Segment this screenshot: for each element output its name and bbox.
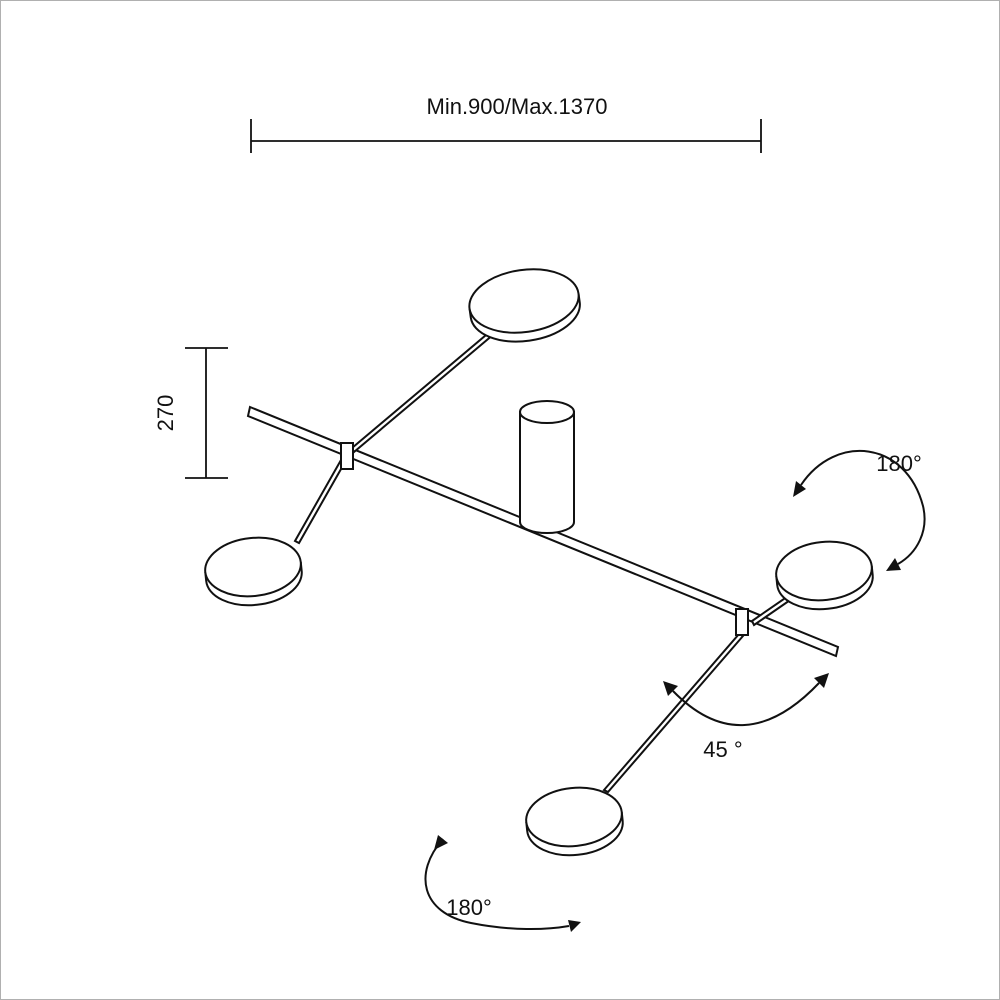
rotation-arrow-bottom-arc <box>424 838 570 930</box>
rotation-arrow-center: 45 ° <box>663 673 829 762</box>
lamp-head-top-face <box>468 268 580 334</box>
lamp-head-left <box>204 536 303 607</box>
lamp-head-bottom <box>525 786 624 857</box>
canopy-body <box>519 411 575 534</box>
canopy-cylinder <box>519 400 575 534</box>
rotation-label-right: 180° <box>876 451 922 476</box>
rotation-arrow-right-head-end <box>886 558 901 571</box>
lamp-head-right <box>775 540 874 611</box>
rotation-arrow-right-arc <box>800 450 926 565</box>
arm-left-head <box>293 458 347 545</box>
rotation-arrow-bottom-head-start <box>434 835 448 850</box>
rotation-arrow-center-head-start <box>663 681 678 696</box>
canopy-top <box>519 400 575 424</box>
rod-clamp-lower <box>735 608 749 636</box>
lamp-head-bottom-face <box>525 786 623 848</box>
rod-clamp-upper <box>340 442 354 470</box>
rotation-label-center: 45 ° <box>703 737 742 762</box>
lamp-arms <box>293 328 798 794</box>
height-dimension-label: 270 <box>153 395 178 432</box>
lamp-head-left-face <box>204 536 302 598</box>
rotation-arrow-bottom: 180° <box>424 835 581 932</box>
arm-bottom-head <box>602 632 745 794</box>
dimension-width: Min.900/Max.1370 <box>250 94 762 153</box>
lamp-head-top <box>468 268 581 343</box>
lamp-head-right-face <box>775 540 873 602</box>
rotation-arrow-center-head-end <box>814 673 829 688</box>
rotation-arrow-center-arc <box>672 682 820 726</box>
rotation-arrow-right: 180° <box>793 450 926 571</box>
rotation-arrow-right-head-start <box>793 481 806 497</box>
dimension-height: 270 <box>153 347 228 479</box>
rotation-label-bottom: 180° <box>446 895 492 920</box>
arm-top-head <box>350 328 496 454</box>
rotation-arrow-bottom-head-end <box>568 920 581 932</box>
width-dimension-label: Min.900/Max.1370 <box>427 94 608 119</box>
